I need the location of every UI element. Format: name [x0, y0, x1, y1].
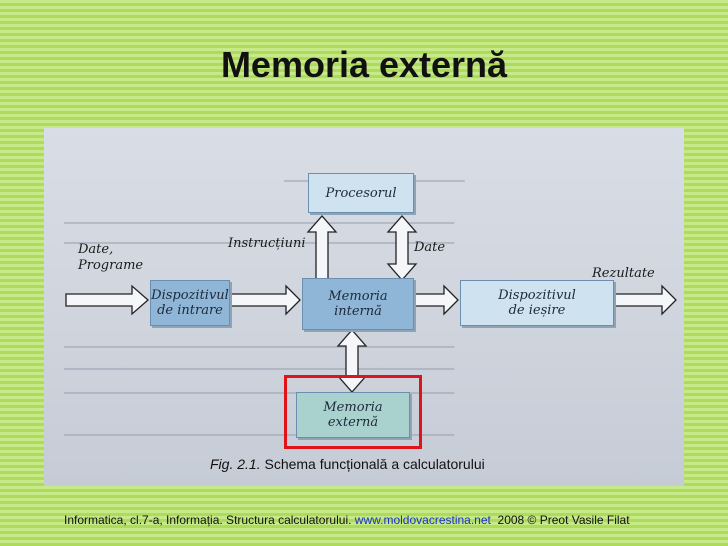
box-dispozitiv-iesire: Dispozitivul de ieșire — [460, 280, 614, 326]
intrare-to-interna-arrow — [227, 284, 301, 316]
data-double-arrow — [386, 215, 418, 281]
box-intrare-label-2: de intrare — [157, 303, 223, 318]
figure-caption-text: Schema funcțională a calculatorului — [264, 456, 485, 472]
box-dispozitiv-intrare: Dispozitivul de intrare — [150, 280, 230, 326]
label-date: Date — [414, 240, 446, 255]
label-input: Date, Programe — [78, 242, 143, 274]
figure-caption: Fig. 2.1. Schema funcțională a calculato… — [210, 456, 485, 472]
footer-link[interactable]: www.moldovacrestina.net — [354, 513, 491, 527]
box-interna-label-2: internă — [334, 304, 382, 319]
box-procesorul-label: Procesorul — [325, 185, 397, 201]
highlight-frame — [284, 375, 422, 449]
box-externa-label-1: Memoria — [323, 400, 383, 415]
footer-rights: 2008 © Preot Vasile Filat — [497, 513, 630, 527]
box-procesorul: Procesorul — [308, 173, 414, 213]
figure-number: Fig. 2.1. — [210, 456, 261, 472]
box-iesire-label-1: Dispozitivul — [498, 288, 576, 303]
box-memoria-externa: Memoria externă — [296, 392, 410, 438]
footer: Informatica, cl.7-a, Informația. Structu… — [64, 513, 630, 527]
box-intrare-label-1: Dispozitivul — [151, 288, 229, 303]
box-interna-label-1: Memoria — [328, 289, 388, 304]
instructions-arrow — [306, 215, 338, 281]
label-rezultate: Rezultate — [592, 266, 655, 281]
box-memoria-interna: Memoria internă — [302, 278, 414, 330]
label-input-line-2: Programe — [78, 258, 144, 273]
label-instructiuni: Instrucțiuni — [228, 236, 306, 251]
box-iesire-label-2: de ieșire — [508, 303, 566, 318]
background-text: ━━━━━━━━━━━━━━━━━━━━━━━━━━━━━━━━━━━━━━━━… — [64, 236, 455, 250]
slide-title: Memoria externă — [220, 44, 508, 85]
output-arrow — [613, 284, 677, 316]
background-text: ━━━━━━━━━━━━━━━━━━━━━━━━━━━━━━━━━━━━━━━━… — [64, 216, 455, 230]
label-input-line-1: Date, — [78, 242, 114, 257]
input-arrow — [65, 284, 149, 316]
footer-text: Informatica, cl.7-a, Informația. Structu… — [64, 513, 352, 527]
box-externa-label-2: externă — [327, 415, 379, 430]
diagram-photo: ━━━━━━━━━━━━━━━━━━━━━━━━━ ━━━━━━━━━━━━━━… — [44, 128, 684, 486]
interna-to-iesire-arrow — [413, 284, 459, 316]
